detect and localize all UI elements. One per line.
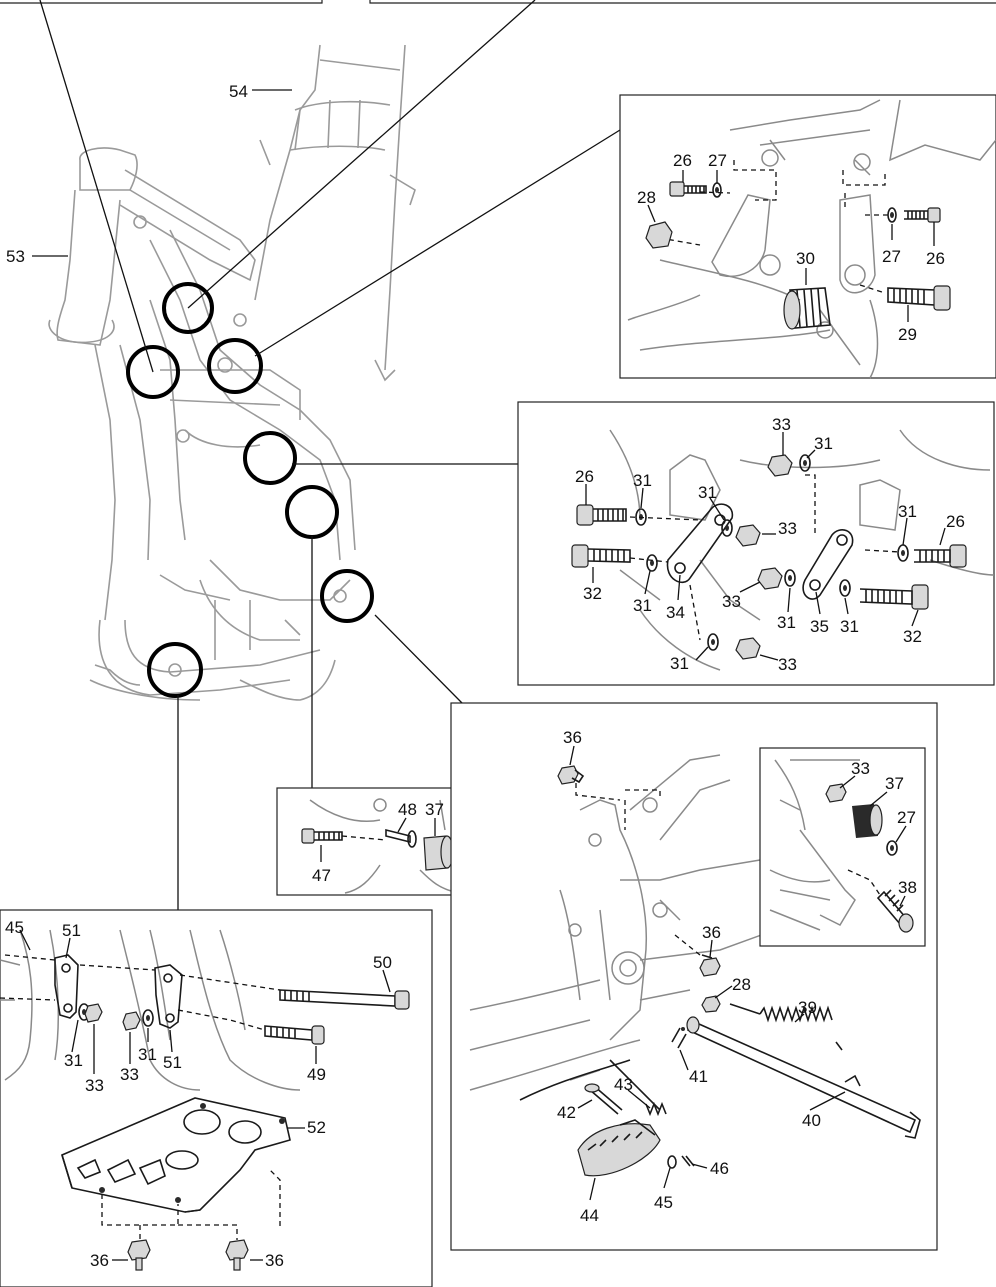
- detail-box-swingarm-pivot: 26 27 28 27 26 30 29: [619, 94, 996, 379]
- detail-box-skidplate: 45 51 50 31 33 33 31 51 49 52 36 36: [0, 909, 433, 1287]
- top-box-left-edge: [0, 0, 323, 4]
- callout-31d: 31: [898, 502, 917, 521]
- callout-46: 46: [710, 1159, 729, 1178]
- callout-26d: 26: [946, 512, 965, 531]
- callout-53: 53: [6, 247, 25, 266]
- callout-31c: 31: [698, 483, 717, 502]
- callout-34: 34: [666, 603, 685, 622]
- callout-26b: 26: [926, 249, 945, 268]
- callout-42: 42: [557, 1103, 576, 1122]
- callout-52: 52: [307, 1118, 326, 1137]
- detail-box-engine-mounts: 33 31 26 31 31 33 31 26 32 31 34 33 31 3…: [517, 401, 995, 686]
- callout-51a: 51: [62, 921, 81, 940]
- callout-49: 49: [307, 1065, 326, 1084]
- callout-41: 41: [689, 1067, 708, 1086]
- callout-26a: 26: [673, 151, 692, 170]
- highlight-circles: [126, 282, 374, 698]
- callout-50: 50: [373, 953, 392, 972]
- callout-38: 38: [898, 878, 917, 897]
- callout-31e: 31: [633, 596, 652, 615]
- main-frame-drawing: [48, 44, 416, 701]
- callout-28b: 28: [732, 975, 751, 994]
- callout-31f: 31: [777, 613, 796, 632]
- callout-31g: 31: [840, 617, 859, 636]
- callout-26c: 26: [575, 467, 594, 486]
- callout-36b: 36: [702, 923, 721, 942]
- callout-33b: 33: [778, 519, 797, 538]
- callout-33e: 33: [851, 759, 870, 778]
- callout-47: 47: [312, 866, 331, 885]
- detail-box-inset-spacer: 33 37 27 38: [759, 747, 926, 947]
- callout-28a: 28: [637, 188, 656, 207]
- callout-31b: 31: [633, 471, 652, 490]
- callout-31h: 31: [670, 654, 689, 673]
- callout-48: 48: [398, 800, 417, 819]
- callout-27d: 27: [897, 808, 916, 827]
- callout-29: 29: [898, 325, 917, 344]
- top-box-right-edge: [369, 0, 996, 4]
- callout-45b: 45: [5, 918, 24, 937]
- callout-33d: 33: [778, 655, 797, 674]
- leader-lines: [32, 0, 621, 910]
- callout-32b: 32: [903, 627, 922, 646]
- callout-36a: 36: [563, 728, 582, 747]
- callout-31j: 31: [138, 1045, 157, 1064]
- callout-36d: 36: [265, 1251, 284, 1270]
- callout-35: 35: [810, 617, 829, 636]
- callout-27a: 27: [708, 151, 727, 170]
- callout-32a: 32: [583, 584, 602, 603]
- callout-27b: 27: [882, 247, 901, 266]
- callout-36c: 36: [90, 1251, 109, 1270]
- callout-33c: 33: [722, 592, 741, 611]
- callout-43: 43: [614, 1075, 633, 1094]
- callout-31a: 31: [814, 434, 833, 453]
- callout-39: 39: [798, 998, 817, 1017]
- callout-31i: 31: [64, 1051, 83, 1070]
- callout-40: 40: [802, 1111, 821, 1130]
- callout-37b: 37: [885, 774, 904, 793]
- callout-33f: 33: [85, 1076, 104, 1095]
- callout-44: 44: [580, 1206, 599, 1225]
- callout-30: 30: [796, 249, 815, 268]
- callout-51b: 51: [163, 1053, 182, 1072]
- callout-54: 54: [229, 82, 248, 101]
- callout-37a: 37: [425, 800, 444, 819]
- callout-33g: 33: [120, 1065, 139, 1084]
- callout-45a: 45: [654, 1193, 673, 1212]
- callout-33a: 33: [772, 415, 791, 434]
